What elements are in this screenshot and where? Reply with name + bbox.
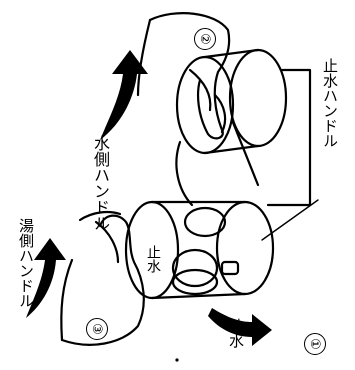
spout [173, 250, 238, 294]
stop-handle-label: 止水ハンドル [322, 58, 337, 148]
step-number-1: ① [304, 333, 326, 355]
water-handle-cylinder [177, 50, 286, 153]
speck [175, 358, 178, 361]
hot-handle-label: 湯側ハンドル [18, 218, 33, 308]
step-number-2: ② [194, 28, 216, 50]
spout-label: 吐水 [228, 318, 243, 348]
stop-ring-label: 止水 [146, 245, 160, 273]
water-handle-label: 水側ハンドル [92, 135, 108, 231]
step-number-3: ③ [86, 318, 108, 340]
